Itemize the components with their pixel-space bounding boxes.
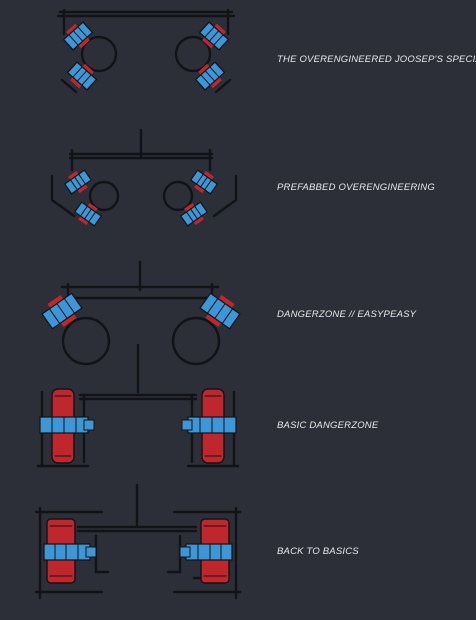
config-1-wheel-right (174, 35, 212, 73)
config-4-module-right (181, 416, 237, 434)
config-4-label: BASIC DANGERZONE (277, 420, 379, 431)
config-2-frame (50, 128, 238, 218)
config-3-wheel-right (171, 316, 221, 366)
config-1-module-bl (66, 61, 98, 91)
config-5-module-left (43, 543, 97, 561)
config-2-wheel-right (162, 180, 194, 212)
config-2-module-bl (73, 201, 103, 227)
config-5-module-right (179, 543, 233, 561)
config-1-module-tl (62, 21, 94, 51)
config-4-module-left (39, 416, 95, 434)
config-3-drawing (41, 260, 241, 366)
config-2-module-tl (63, 169, 93, 195)
config-2-drawing (50, 128, 238, 227)
config-1-wheel-left (80, 35, 118, 73)
config-5-label: BACK TO BASICS (277, 546, 359, 557)
config-2-label: PREFABBED OVERENGINEERING (277, 182, 435, 193)
config-5-drawing (34, 483, 242, 600)
config-3-module-left (41, 292, 83, 330)
config-3-module-right (199, 292, 241, 330)
config-3-wheel-left (61, 316, 111, 366)
config-4-drawing (36, 343, 240, 468)
config-1-drawing (56, 8, 236, 94)
config-2-wheel-left (88, 180, 120, 212)
config-2-module-tr (189, 169, 219, 195)
config-1-module-br (194, 61, 226, 91)
config-1-frame (56, 8, 236, 94)
config-2-module-br (179, 201, 209, 227)
config-3-label: DANGERZONE // EASYPEASY (277, 309, 417, 320)
config-1-label: THE OVERENGINEERED JOOSEP'S SPECIAL (277, 54, 476, 65)
config-3-frame (60, 260, 220, 302)
config-1-module-tr (198, 21, 230, 51)
